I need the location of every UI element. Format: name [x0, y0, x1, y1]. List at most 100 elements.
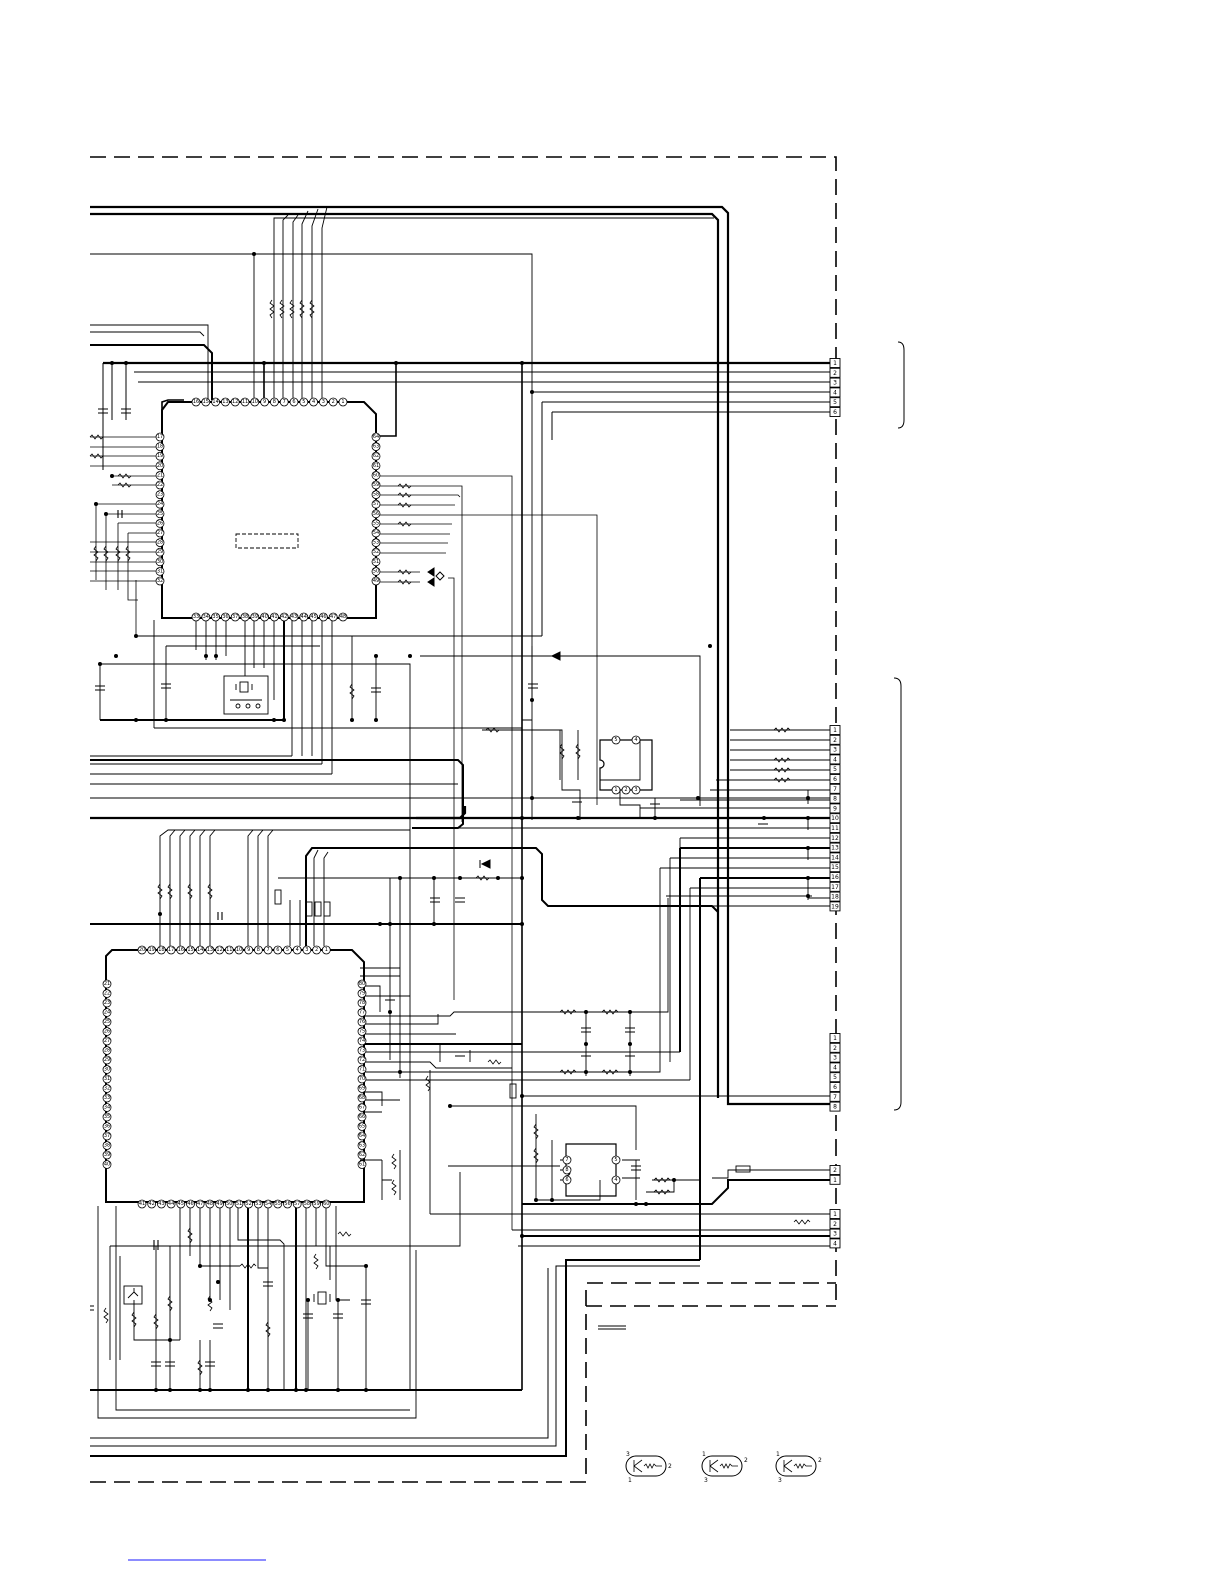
connector-pin-label: 5 — [833, 399, 837, 406]
connector-pin-label: 2 — [833, 1167, 837, 1174]
ic-upper-pin — [371, 528, 381, 538]
ic-lower-pin — [292, 945, 302, 955]
ic-lower-pin — [102, 1131, 112, 1141]
transistor-pin-label: 1 — [628, 1477, 632, 1484]
ic-lower-pin-label: 52 — [246, 1201, 252, 1207]
transistor-pin-label: 1 — [702, 1451, 706, 1458]
ic-upper-pin — [155, 557, 165, 567]
ic-lower-pin-label: 28 — [104, 1048, 110, 1054]
connector-pin-label: 4 — [833, 1240, 837, 1247]
ic-lower-pin-label: 57 — [294, 1201, 300, 1207]
ic-upper-pin — [155, 509, 165, 519]
ic-lower-pin-label: 12 — [216, 947, 222, 953]
ic-lower-pin-label: 45 — [178, 1201, 184, 1207]
ic-upper-pin — [220, 612, 230, 622]
ic-lower-pin — [357, 1008, 367, 1017]
ic-lower-pin — [357, 1160, 367, 1169]
ic-upper-pin — [211, 612, 221, 622]
ic-small-lower-pin-label: 7 — [565, 1157, 568, 1163]
ic-lower-pin — [357, 1074, 367, 1084]
ic-lower-pin — [166, 945, 176, 955]
ic-lower-pin-label: 58 — [304, 1201, 310, 1207]
ic-lower-pin — [137, 1199, 147, 1209]
ic-lower-pin-label: 31 — [104, 1076, 110, 1082]
ic-lower-pin — [357, 1027, 367, 1036]
ic-upper-pin-label: 39 — [252, 614, 258, 620]
ic-lower-pin — [147, 945, 157, 955]
connector-pin — [829, 1052, 841, 1063]
ic-lower-pin-label: 41 — [139, 1201, 145, 1207]
ic-lower-pin — [357, 1122, 367, 1131]
ic-upper-pin-label: 23 — [157, 492, 163, 498]
ic-upper-pin — [371, 480, 381, 490]
ic-lower-pin — [102, 1055, 112, 1065]
ic-lower-pin — [357, 979, 367, 989]
ic-upper-pin-label: 24 — [157, 501, 163, 507]
ic-lower-pin — [263, 945, 273, 955]
ic-upper-pin-label: 2 — [332, 399, 335, 405]
ic-lower-pin-label: 6 — [276, 947, 279, 953]
ic-lower-pin — [205, 945, 215, 955]
ic-lower-pin-label: 47 — [197, 1201, 203, 1207]
ic-lower-pin-label: 53 — [255, 1201, 261, 1207]
ic-lower-pin-label: 21 — [104, 981, 110, 987]
ic-upper-pin — [371, 547, 381, 557]
connector-pin — [829, 1165, 841, 1175]
ic-upper-pin — [155, 442, 165, 452]
ic-lower-pin — [156, 1199, 166, 1209]
connector-pin — [829, 1228, 841, 1239]
ic-lower-pin-label: 40 — [104, 1162, 110, 1168]
ic-lower-pin — [137, 945, 147, 955]
connector-pin — [829, 1174, 841, 1185]
ic-upper-pin-label: 58 — [373, 492, 379, 498]
ic-lower-pin — [102, 998, 112, 1008]
ic-lower-pin — [102, 1093, 112, 1103]
connector-pin — [829, 367, 841, 378]
connector-pin — [829, 1082, 841, 1092]
ic-small-upper-pin — [611, 735, 621, 745]
ic-upper-pin — [240, 612, 250, 622]
ic-lower-pin-label: 10 — [236, 947, 242, 953]
connector-pin-label: 1 — [833, 727, 837, 734]
ic-lower-pin-label: 74 — [359, 1038, 365, 1044]
ic-upper-pin-label: 52 — [373, 549, 379, 555]
ic-lower-pin-label: 66 — [359, 1114, 365, 1120]
ic-upper-pin-label: 13 — [222, 399, 228, 405]
ic-lower-pin — [357, 1093, 367, 1103]
ic-lower-pin-label: 73 — [359, 1048, 365, 1054]
ic-upper-pin — [289, 397, 299, 407]
ic-lower-pin — [102, 1141, 112, 1150]
connector-pin — [829, 725, 841, 735]
ic-lower-pin-label: 35 — [104, 1114, 110, 1120]
ic-lower-pin — [102, 1046, 112, 1055]
ic-upper-pin — [155, 461, 165, 471]
ic-lower-pin — [357, 1055, 367, 1065]
connector-pin-label: 3 — [833, 380, 837, 387]
connector-pin-label: 2 — [833, 737, 837, 744]
connector-pin — [829, 407, 841, 417]
connector-pin — [829, 862, 841, 873]
ic-lower-pin-label: 19 — [149, 947, 155, 953]
ic-lower-pin-label: 69 — [359, 1086, 365, 1092]
connector-pin — [829, 881, 841, 892]
connector-pin-label: 6 — [833, 776, 837, 783]
ic-lower-pin — [102, 1160, 112, 1169]
ic-upper-pin — [155, 576, 165, 586]
transistor-internal — [709, 1459, 738, 1473]
connector-pin-label: 13 — [831, 845, 839, 852]
ic-small-upper-pin-label: 5 — [614, 737, 617, 743]
ic-upper-pin-label: 16 — [193, 399, 199, 405]
connector-pin-label: 7 — [833, 786, 837, 793]
ic-upper-pin — [220, 397, 230, 407]
connector-pin — [829, 764, 841, 775]
ic-upper-pin-label: 41 — [271, 614, 277, 620]
transistor-symbol — [775, 1455, 817, 1477]
ic-upper-pin — [269, 397, 279, 407]
transistor-pin-label: 2 — [744, 1457, 748, 1464]
ic-upper-pin-label: 64 — [373, 434, 379, 440]
connector-pin-label: 9 — [833, 805, 837, 812]
connector-pin — [829, 832, 841, 843]
ic-small-upper-pin — [631, 735, 641, 745]
ic-upper-pin-label: 3 — [322, 399, 325, 405]
